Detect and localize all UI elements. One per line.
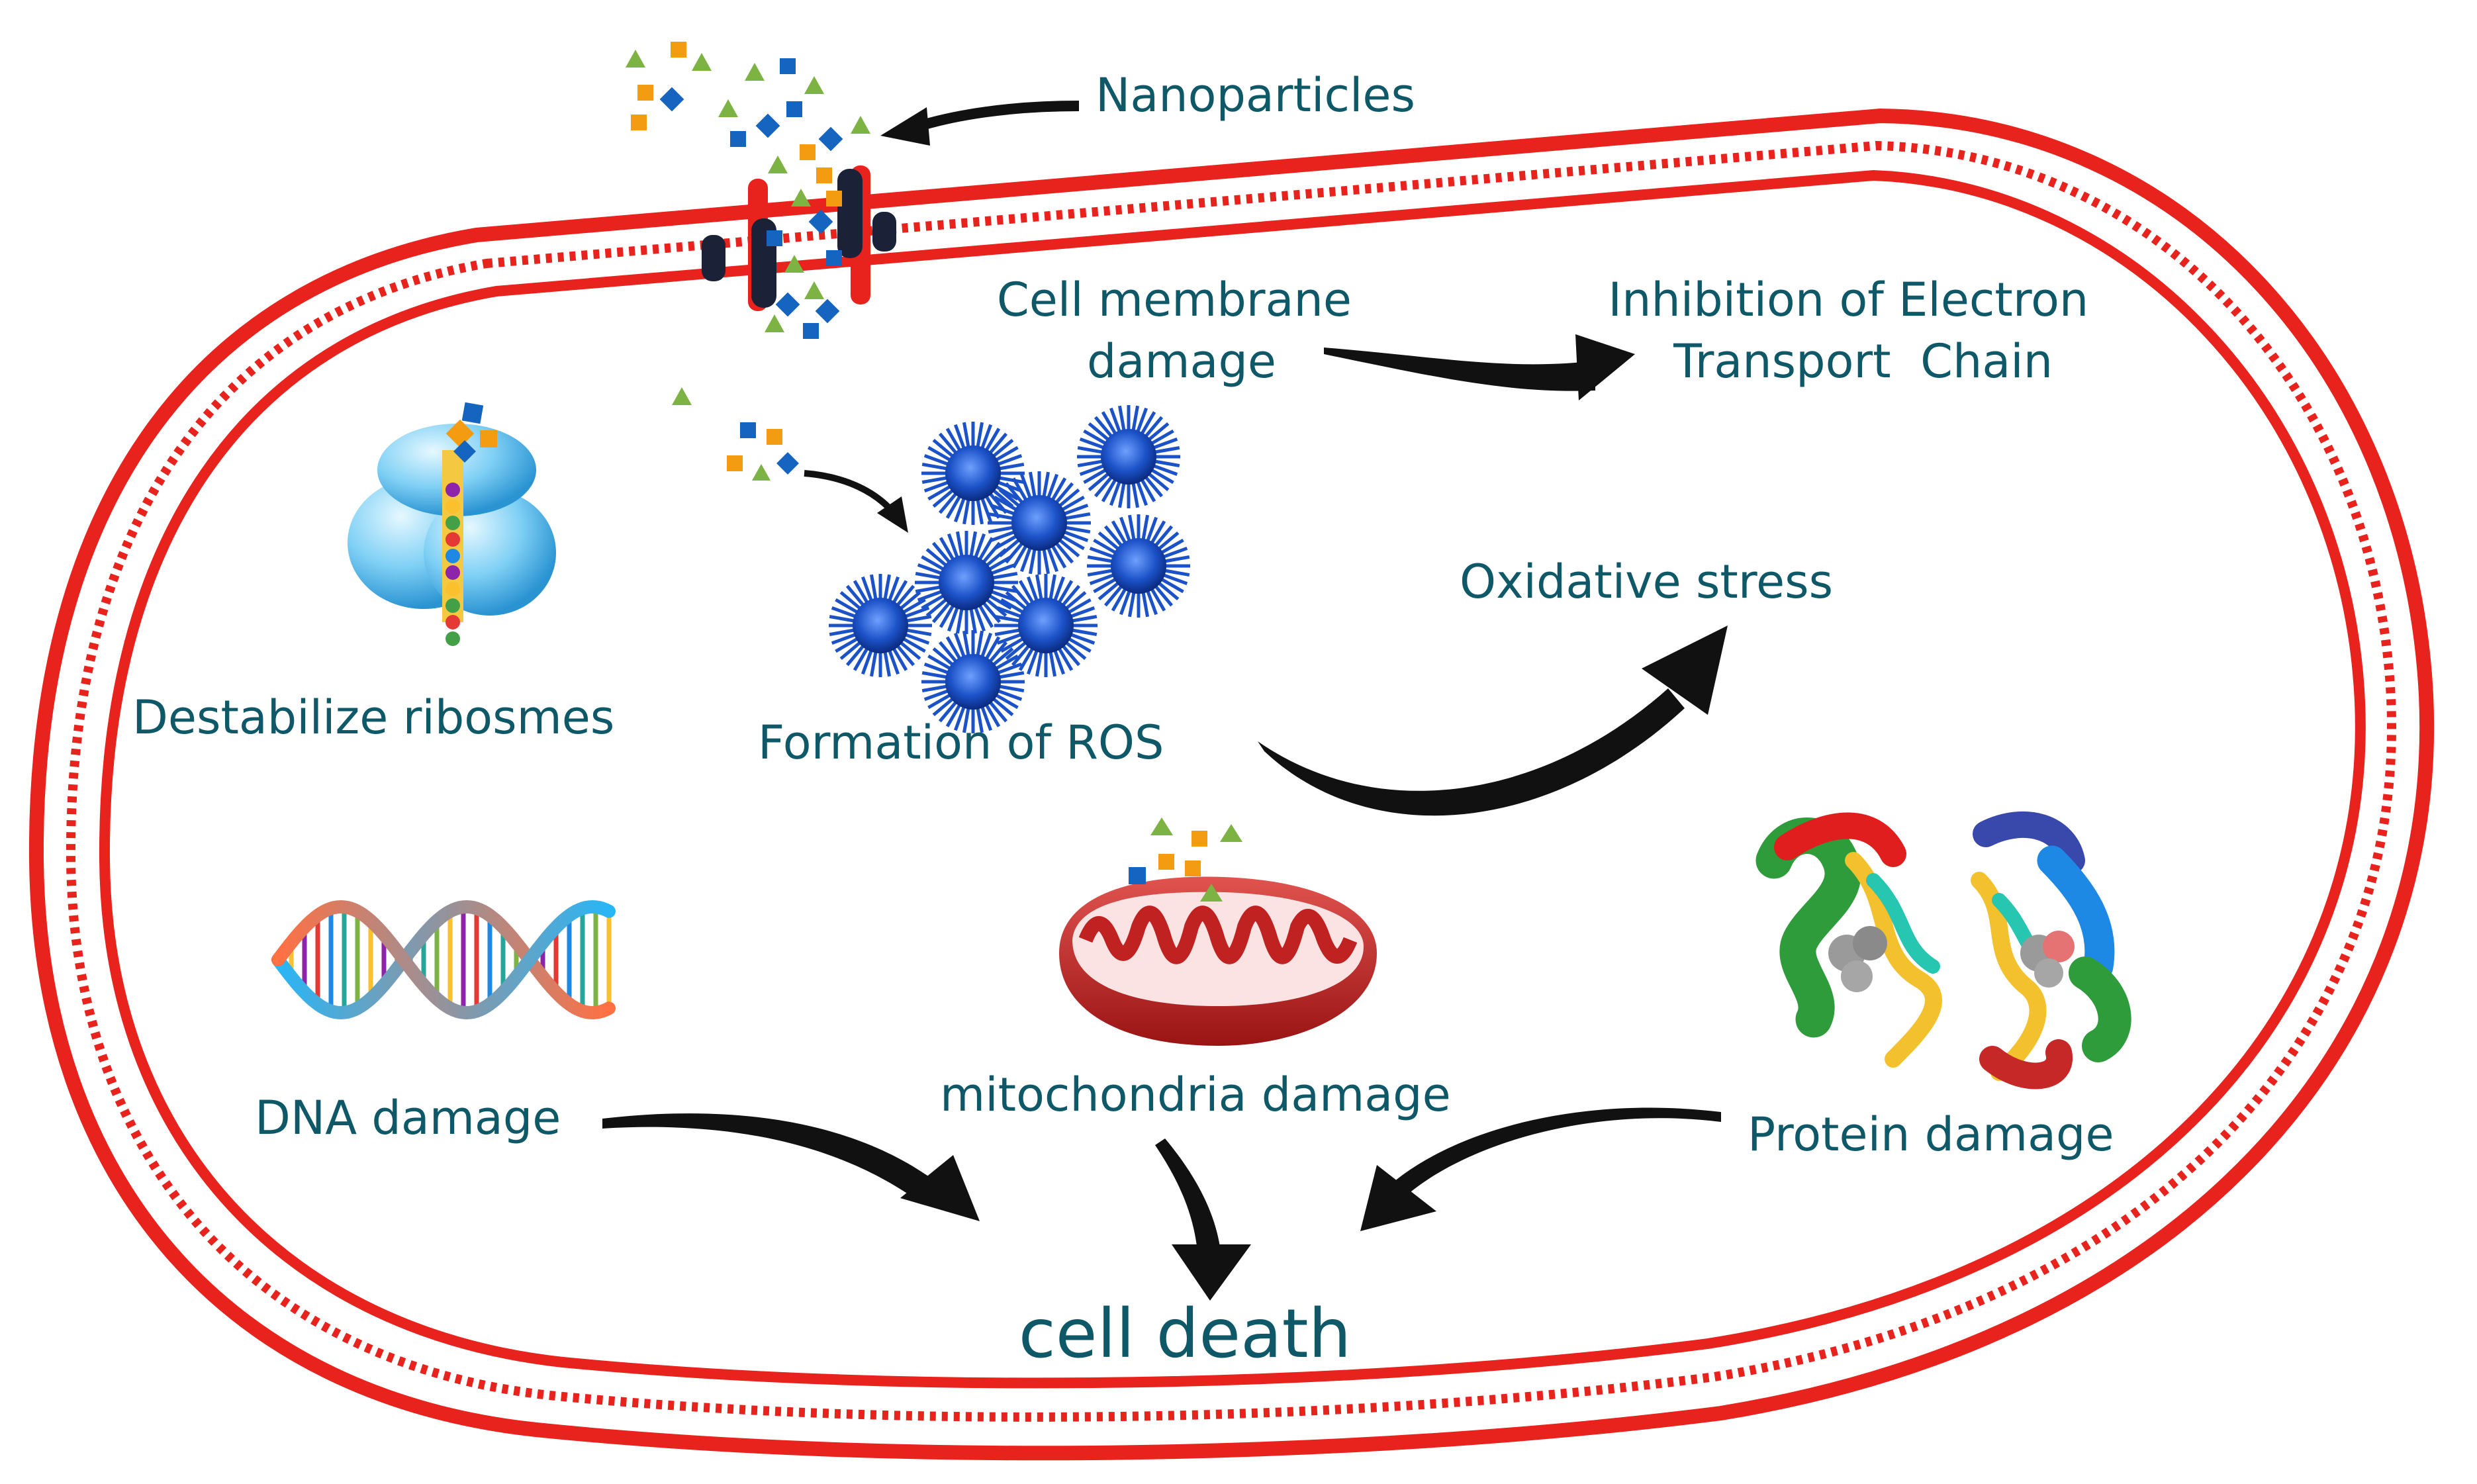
label-inhibition-etc: Inhibition of Electron Transport Chain: [0, 0, 2163, 389]
nanoparticle-cluster-icon: [626, 42, 870, 481]
protein-structure-icon: [1755, 812, 2131, 1090]
mitochondrion-icon: [1059, 817, 1377, 1046]
arrow-np-to-ros: [804, 470, 908, 533]
arrow-dna-to-death: [602, 1113, 980, 1221]
arrow-nanoparticles: [880, 101, 1080, 146]
label-destabilize-ribosomes: Destabilize ribosmes: [132, 690, 614, 745]
label-inhibition-etc-line1: Inhibition of Electron: [1608, 273, 2088, 327]
label-formation-ros: Formation of ROS: [758, 716, 1164, 770]
label-protein-damage: Protein damage: [1748, 1107, 2114, 1162]
label-nanoparticles: Nanoparticles: [1096, 68, 1415, 122]
ros-particle-icon: [829, 405, 1190, 733]
label-dna-damage: DNA damage: [255, 1091, 561, 1145]
dna-helix-icon: [271, 900, 616, 1020]
cell-membrane: [28, 108, 2435, 1461]
label-cell-death: cell death: [1019, 1295, 1352, 1373]
arrow-membrane-to-etc: [1324, 334, 1635, 400]
arrow-mito-to-death: [1155, 1138, 1251, 1301]
arrow-protein-to-death: [1360, 1107, 1721, 1231]
label-oxidative-stress: Oxidative stress: [1460, 555, 1833, 609]
label-cell-membrane-damage-line2: damage: [1087, 334, 1276, 389]
label-inhibition-etc-line2: Transport Chain: [1673, 334, 2053, 389]
label-mitochondria-damage: mitochondria damage: [940, 1068, 1451, 1122]
label-cell-membrane-damage: Cell membrane damage: [997, 273, 1366, 389]
label-cell-membrane-damage-line1: Cell membrane: [997, 273, 1352, 327]
ribosome-icon: [348, 402, 556, 646]
membrane-channel: [702, 165, 896, 311]
arrow-ros-to-oxidative: [1258, 626, 1728, 816]
